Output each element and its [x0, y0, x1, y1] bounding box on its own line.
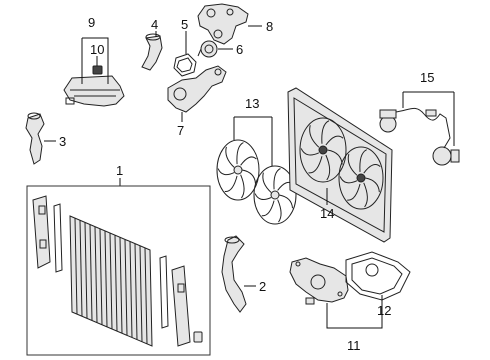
- callout-15: 15: [420, 70, 434, 85]
- fan-blade: [363, 182, 368, 208]
- radiator-fin: [144, 247, 148, 344]
- callout-2: 2: [259, 279, 266, 294]
- water-inlet-housing: [167, 65, 227, 113]
- radiator-fin: [79, 220, 83, 317]
- bypass-hose: [141, 33, 163, 71]
- fan-blade-left: [216, 139, 260, 201]
- overflow-hose: [25, 112, 45, 165]
- radiator-side-tank-left: [32, 195, 51, 269]
- radiator-fin: [104, 230, 108, 327]
- fan-blade: [279, 194, 294, 209]
- radiator-fin: [129, 241, 133, 338]
- fan-motor-upper: [379, 109, 397, 133]
- gasket: [173, 53, 197, 77]
- fan-blade: [225, 146, 235, 168]
- leader-13: [233, 116, 273, 166]
- radiator-fin: [114, 235, 118, 332]
- drain-cock: [193, 331, 203, 343]
- fan-blade: [309, 125, 320, 148]
- radiator-fin: [134, 243, 138, 340]
- radiator-fin: [119, 237, 123, 334]
- water-pump-gasket: [345, 251, 411, 301]
- water-pump: [289, 257, 349, 305]
- water-outlet-housing: [197, 3, 249, 45]
- fan-blade: [327, 149, 343, 165]
- radiator-fin: [109, 232, 113, 330]
- radiator-hose: [221, 235, 247, 313]
- callout-6: 6: [236, 42, 243, 57]
- fan-blade: [273, 168, 281, 190]
- callout-11: 11: [347, 338, 361, 353]
- fan-blade: [325, 154, 331, 181]
- fan-blade: [300, 148, 320, 156]
- fan-blade: [254, 193, 272, 200]
- fan-blade: [365, 177, 380, 193]
- fan-blade: [277, 199, 282, 223]
- radiator-assembly-frame: [26, 185, 211, 356]
- reservoir-cap: [92, 65, 103, 75]
- fan-blade: [236, 142, 244, 165]
- callout-3: 3: [59, 134, 66, 149]
- radiator-fin: [99, 228, 103, 325]
- callout-7: 7: [177, 123, 184, 138]
- fan-blade: [325, 135, 344, 146]
- leader-9: [81, 37, 109, 84]
- callout-8: 8: [266, 19, 273, 34]
- callout-1: 1: [116, 163, 123, 178]
- callout-14: 14: [320, 206, 334, 221]
- callout-10: 10: [90, 42, 104, 57]
- callout-9: 9: [88, 15, 95, 30]
- radiator-fin: [74, 218, 78, 315]
- leader-15: [402, 91, 455, 146]
- fan-shroud: [287, 87, 393, 243]
- fan-blade: [217, 168, 235, 176]
- radiator-side-tank-right: [171, 265, 191, 347]
- callout-13: 13: [245, 96, 259, 111]
- thermostat: [197, 40, 218, 58]
- fan-blade: [347, 183, 361, 201]
- radiator-fin: [89, 224, 93, 321]
- callout-5: 5: [181, 17, 188, 32]
- fan-blade: [308, 156, 323, 174]
- fan-blade: [242, 169, 257, 184]
- fan-blade: [339, 176, 358, 184]
- fan-blade: [359, 149, 367, 172]
- radiator-core: [69, 215, 153, 347]
- fan-blade: [240, 174, 245, 199]
- fan-blade: [363, 164, 381, 174]
- fan-blade: [347, 153, 358, 176]
- harness-connector: [425, 109, 437, 117]
- radiator-fin: [124, 239, 128, 336]
- radiator-seal-right: [159, 255, 169, 329]
- radiator-fin: [94, 226, 98, 323]
- fan-blade-right: [253, 165, 297, 225]
- fan-blade: [262, 172, 272, 193]
- radiator-fin: [139, 245, 143, 342]
- fan-wire-harness: [395, 107, 451, 149]
- radiator-fins: [74, 218, 148, 344]
- callout-12: 12: [377, 303, 391, 318]
- callout-4: 4: [151, 17, 158, 32]
- fan-blade: [321, 120, 330, 144]
- radiator-seal-left: [53, 203, 63, 273]
- leader-11-12: [326, 295, 383, 329]
- fan-motor-lower: [432, 146, 460, 166]
- fan-blade: [261, 200, 275, 217]
- radiator-fin: [84, 222, 88, 319]
- fan-blade: [224, 175, 238, 192]
- fan-blade: [240, 156, 257, 166]
- reservoir-tank: [63, 75, 125, 107]
